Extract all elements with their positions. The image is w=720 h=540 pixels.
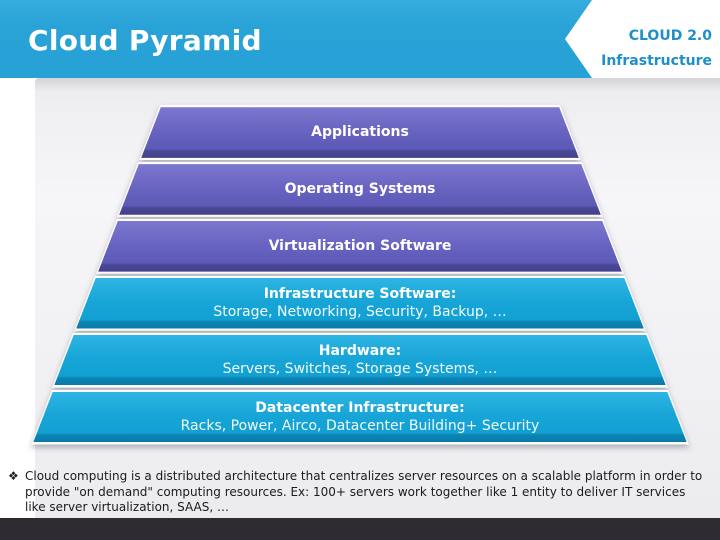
layer-subtitle: Storage, Networking, Security, Backup, …	[213, 303, 507, 320]
layer-text: Operating Systems	[119, 164, 601, 215]
layer-fill	[33, 392, 687, 443]
layer-fill	[76, 278, 644, 329]
layer-subtitle: Racks, Power, Airco, Datacenter Building…	[180, 417, 540, 434]
layer-title: Operating Systems	[284, 180, 436, 197]
layer-subtitle: Servers, Switches, Storage Systems, …	[222, 360, 498, 377]
layer-title: Applications	[311, 124, 409, 140]
cloud-badge: CLOUD 2.0 Infrastructure	[565, 0, 720, 78]
pyramid-layer-datacenter-infrastructure: Datacenter Infrastructure: Racks, Power,…	[31, 390, 689, 445]
note-paragraph: ❖ Cloud computing is a distributed archi…	[8, 469, 714, 516]
pyramid-layer-applications: Applications	[139, 105, 581, 160]
note-line-3: like server virtualization, SAAS, …	[25, 500, 229, 515]
note-line-2: provide "on demand" computing resources.…	[25, 484, 686, 499]
badge-line-1: CLOUD 2.0	[628, 28, 712, 44]
pyramid-layer-operating-systems: Operating Systems	[117, 162, 603, 217]
layer-title: Infrastructure Software:	[263, 285, 457, 302]
layer-fill	[98, 221, 622, 272]
diamond-bullet-icon: ❖	[8, 469, 19, 483]
layer-text: Virtualization Software	[98, 221, 622, 272]
layer-fill	[119, 164, 601, 215]
note-text: Cloud computing is a distributed archite…	[25, 469, 714, 516]
pyramid-layer-infrastructure-software: Infrastructure Software: Storage, Networ…	[74, 276, 646, 331]
layer-text: Applications	[141, 107, 579, 158]
badge-line-2: Infrastructure	[601, 53, 712, 69]
pyramid-layer-virtualization-software: Virtualization Software	[96, 219, 624, 274]
page-title: Cloud Pyramid	[28, 24, 262, 57]
layer-text: Datacenter Infrastructure: Racks, Power,…	[33, 392, 687, 443]
layer-text: Hardware: Servers, Switches, Storage Sys…	[54, 335, 666, 386]
layer-text: Infrastructure Software: Storage, Networ…	[76, 278, 644, 329]
layer-fill	[141, 107, 579, 158]
layer-title: Hardware:	[318, 342, 402, 359]
footer-bar	[0, 518, 720, 540]
layer-fill	[54, 335, 666, 386]
note-line-1: Cloud computing is a distributed archite…	[25, 469, 703, 483]
header-bar: Cloud Pyramid CLOUD 2.0 Infrastructure	[0, 0, 720, 78]
layer-title: Virtualization Software	[268, 237, 452, 254]
layer-title: Datacenter Infrastructure:	[255, 399, 465, 416]
pyramid-layer-hardware: Hardware: Servers, Switches, Storage Sys…	[52, 333, 668, 388]
